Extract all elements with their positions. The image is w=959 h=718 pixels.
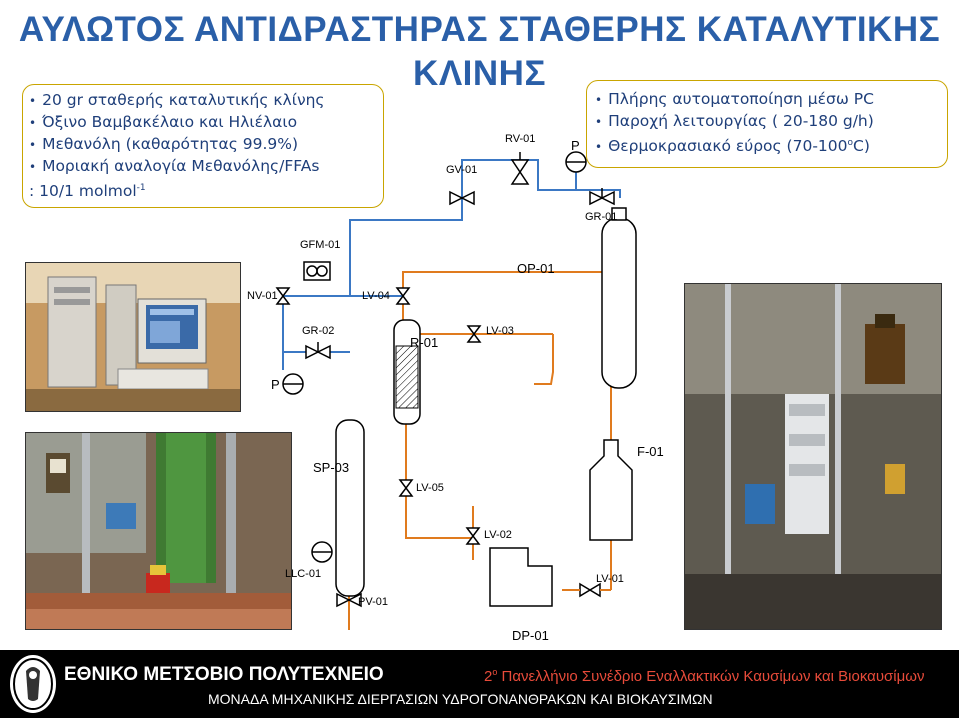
label-lv05: LV-05 xyxy=(416,482,444,494)
f01-feed-flask xyxy=(590,440,632,540)
label-p-top: P xyxy=(571,138,580,153)
label-p-left: P xyxy=(271,377,280,392)
spec-item: •Μοριακή αναλογία Μεθανόλης/FFAs xyxy=(29,156,383,178)
label-lv03: LV-03 xyxy=(486,325,514,337)
label-gr01: GR-01 xyxy=(585,211,617,223)
label-gr02: GR-02 xyxy=(302,325,334,337)
label-lv02: LV-02 xyxy=(484,529,512,541)
label-sp03: SP-03 xyxy=(313,460,349,475)
spec-item: •Μεθανόλη (καθαρότητας 99.9%) xyxy=(29,134,383,156)
spec-item: •20 gr σταθερής καταλυτικής κλίνης xyxy=(29,90,383,112)
specs-box-right: •Πλήρης αυτοματοποίηση μέσω PC •Παροχή λ… xyxy=(586,80,948,168)
label-r01: R-01 xyxy=(410,335,438,350)
label-lv01: LV-01 xyxy=(596,573,624,585)
department-name: ΜΟΝΑΔΑ ΜΗΧΑΝΙΚΗΣ ΔΙΕΡΓΑΣΙΩΝ ΥΔΡΟΓΟΝΑΝΘΡΑ… xyxy=(208,691,713,707)
gas-cylinder xyxy=(602,208,636,388)
spec-item: •Πλήρης αυτοματοποίηση μέσω PC xyxy=(595,89,947,111)
dp01-dosing-pump xyxy=(490,548,552,606)
label-gv01: GV-01 xyxy=(446,164,477,176)
university-seal-icon xyxy=(8,653,58,715)
lv02-valve-icon xyxy=(467,528,479,544)
lv01-valve-icon xyxy=(580,584,600,596)
label-gfm01: GFM-01 xyxy=(300,239,340,251)
label-llc01: LLC-01 xyxy=(285,568,321,580)
label-lv04: LV-04 xyxy=(362,290,390,302)
spec-item: •Όξινο Βαμβακέλαιο και Ηλιέλαιο xyxy=(29,112,383,134)
spec-item: : 10/1 molmol-1 xyxy=(29,178,383,202)
spec-item: •Θερμοκρασιακό εύρος (70-100oC) xyxy=(595,133,947,158)
spec-item: •Παροχή λειτουργίας ( 20-180 g/h) xyxy=(595,111,947,133)
conference-name: 2ο Πανελλήνιο Συνέδριο Εναλλακτικών Καυσ… xyxy=(484,667,924,685)
label-nv01: NV-01 xyxy=(247,290,278,302)
separator-sp03 xyxy=(336,420,364,596)
specs-box-left: •20 gr σταθερής καταλυτικής κλίνης •Όξιν… xyxy=(22,84,384,208)
label-dp01: DP-01 xyxy=(512,628,549,643)
university-name: ΕΘΝΙΚΟ ΜΕΤΣΟΒΙΟ ΠΟΛΥΤΕΧΝΕΙΟ xyxy=(64,664,384,686)
specs-list-right: •Πλήρης αυτοματοποίηση μέσω PC •Παροχή λ… xyxy=(587,81,947,158)
gr02-regulator-icon xyxy=(306,342,330,358)
rv01-valve-icon xyxy=(512,152,528,184)
label-op01: OP-01 xyxy=(517,261,555,276)
label-f01: F-01 xyxy=(637,444,664,459)
label-pv01: PV-01 xyxy=(358,596,388,608)
label-rv01: RV-01 xyxy=(505,133,535,145)
specs-list-left: •20 gr σταθερής καταλυτικής κλίνης •Όξιν… xyxy=(23,85,383,202)
lv05-valve-icon xyxy=(400,480,412,496)
gfm01-flowmeter-icon xyxy=(304,262,330,280)
